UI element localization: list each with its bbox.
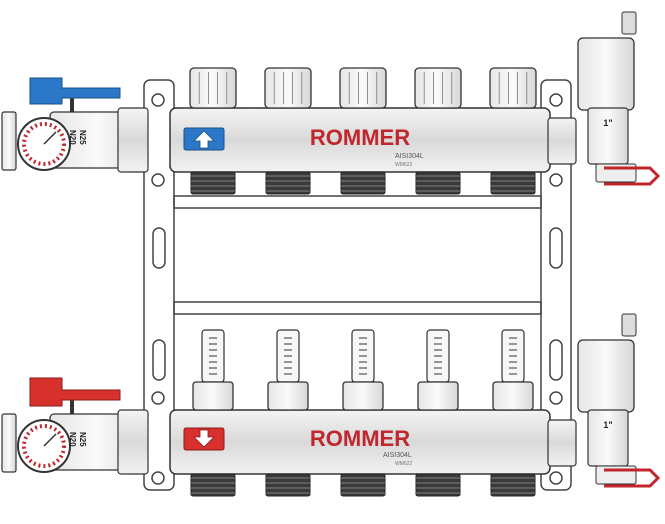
bottom-valve-size-mark-2: N25 (78, 432, 87, 447)
bottom-outlet-thread (190, 473, 236, 497)
top-drain-handle (604, 166, 661, 186)
flowmeter (492, 329, 534, 411)
top-outlet-thread (415, 171, 461, 195)
flowmeter (192, 329, 234, 411)
bottom-outlet-threads (190, 473, 536, 497)
top-outlet-thread (490, 171, 536, 195)
top-valve-size-mark-2: N25 (78, 130, 87, 145)
top-manifold: ROMMER AISI304L WM622 (169, 67, 551, 195)
top-material-code: AISI304L (395, 153, 424, 160)
top-outlet-nut (489, 67, 537, 109)
flowmeter (267, 329, 309, 411)
top-outlet-thread (340, 171, 386, 195)
bottom-end-fitting: 1" (547, 313, 661, 488)
arrow-up-icon (193, 130, 215, 149)
flowmeters (192, 329, 534, 411)
bottom-material-code: AISI304L (383, 452, 412, 459)
flowmeter (342, 329, 384, 411)
bottom-outlet-thread (265, 473, 311, 497)
top-end-fitting: 1" (547, 11, 661, 186)
top-ball-valve: N20 N25 (1, 77, 149, 173)
top-outlet-thread (265, 171, 311, 195)
bottom-model-code: WM622 (395, 461, 412, 467)
top-outlet-thread (190, 171, 236, 195)
bottom-fitting-size: 1" (603, 420, 612, 430)
flowmeter (417, 329, 459, 411)
top-outlet-nut (339, 67, 387, 109)
red-valve-handle (29, 377, 121, 407)
top-outlet-threads (190, 171, 536, 195)
bottom-air-vent-cap (621, 313, 637, 337)
bottom-drain-handle (604, 468, 661, 488)
top-valve-size-mark-1: N20 (68, 130, 77, 145)
top-outlet-nuts (189, 67, 537, 109)
top-outlet-nut (264, 67, 312, 109)
blue-valve-handle (29, 77, 121, 105)
top-model-code: WM622 (395, 162, 412, 168)
bottom-outlet-thread (490, 473, 536, 497)
bottom-outlet-thread (340, 473, 386, 497)
bottom-ball-valve: N20 N25 (1, 377, 149, 475)
top-outlet-nut (414, 67, 462, 109)
top-air-vent-cap (621, 11, 637, 35)
bottom-brand-logo: ROMMER (310, 426, 410, 451)
top-fitting-size: 1" (603, 118, 612, 128)
top-outlet-nut (189, 67, 237, 109)
top-brand-logo: ROMMER (310, 125, 410, 150)
mounting-bracket (143, 79, 572, 491)
bottom-manifold: ROMMER AISI304L WM622 (169, 329, 551, 497)
bottom-outlet-thread (415, 473, 461, 497)
arrow-down-icon (193, 429, 215, 448)
bottom-valve-size-mark-1: N20 (68, 432, 77, 447)
